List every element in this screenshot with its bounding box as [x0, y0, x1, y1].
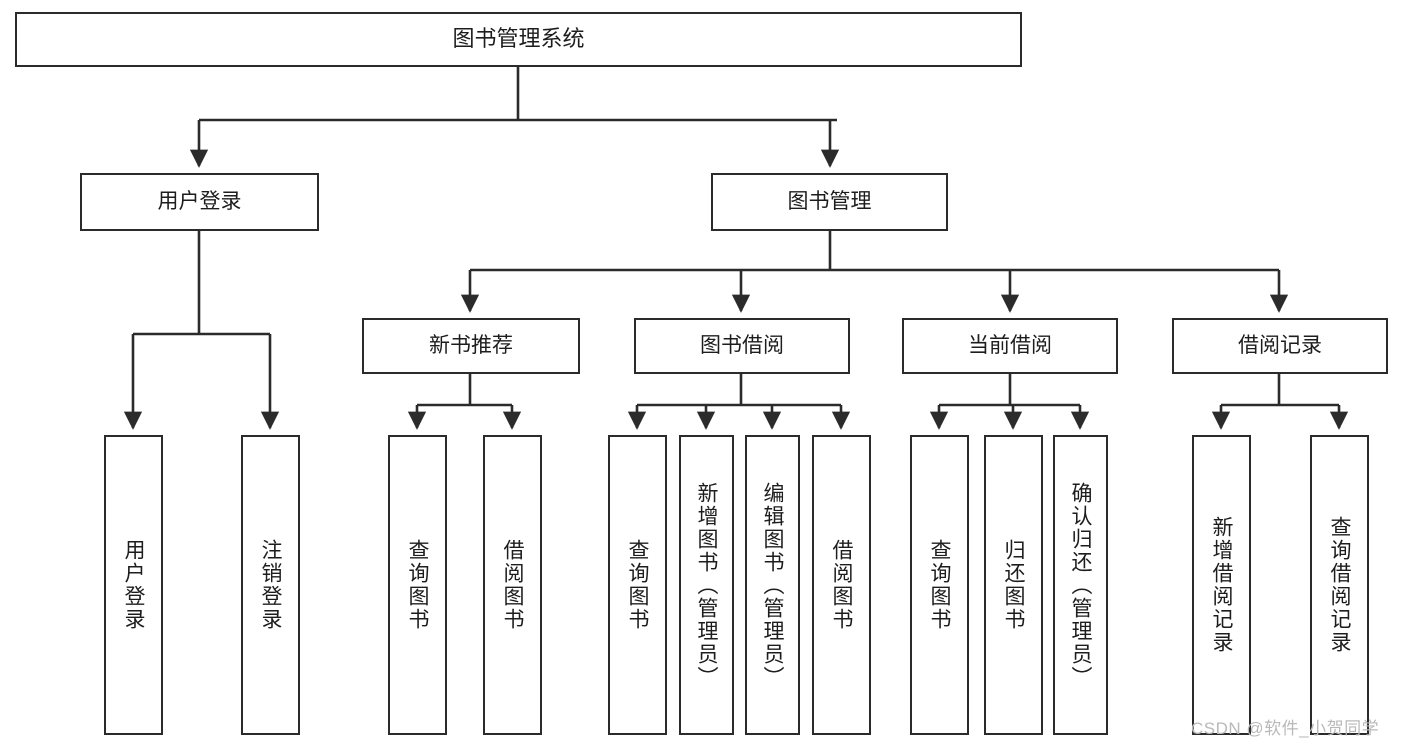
node-leaf-edit-book-admin-label: 编辑图书（管理员） — [761, 481, 784, 689]
node-leaf-add-book-admin-label: 新增图书（管理员） — [695, 481, 718, 689]
node-current-borrow-label: 当前借阅 — [968, 334, 1052, 358]
node-user-login[interactable]: 用户登录 — [80, 173, 319, 231]
node-leaf-add-borrow-record-label: 新增借阅记录 — [1210, 516, 1233, 654]
node-leaf-query-book-borrow[interactable]: 查询图书 — [608, 435, 667, 735]
node-leaf-query-book-current-label: 查询图书 — [928, 539, 951, 631]
watermark: CSDN @软件_小贺同学 — [1191, 719, 1380, 738]
node-current-borrow[interactable]: 当前借阅 — [902, 318, 1118, 374]
node-user-login-label: 用户登录 — [157, 190, 242, 214]
node-root[interactable]: 图书管理系统 — [15, 12, 1022, 67]
node-leaf-confirm-return-admin-label: 确认归还（管理员） — [1069, 481, 1092, 689]
node-leaf-query-book-current[interactable]: 查询图书 — [910, 435, 969, 735]
node-leaf-query-book-recommend-label: 查询图书 — [406, 539, 429, 631]
node-leaf-add-book-admin[interactable]: 新增图书（管理员） — [679, 435, 734, 735]
node-leaf-borrow-book[interactable]: 借阅图书 — [812, 435, 871, 735]
node-leaf-logout[interactable]: 注销登录 — [241, 435, 300, 735]
node-leaf-query-book-recommend[interactable]: 查询图书 — [388, 435, 447, 735]
node-leaf-query-book-borrow-label: 查询图书 — [626, 539, 649, 631]
node-leaf-logout-label: 注销登录 — [259, 539, 282, 631]
node-new-book-recommend-label: 新书推荐 — [429, 334, 513, 358]
node-root-label: 图书管理系统 — [452, 26, 585, 52]
node-new-book-recommend[interactable]: 新书推荐 — [362, 318, 580, 374]
node-borrow-records-label: 借阅记录 — [1238, 334, 1322, 358]
node-leaf-return-book-label: 归还图书 — [1002, 539, 1025, 631]
node-leaf-return-book[interactable]: 归还图书 — [984, 435, 1043, 735]
node-book-borrow[interactable]: 图书借阅 — [634, 318, 850, 374]
node-book-borrow-label: 图书借阅 — [700, 334, 784, 358]
node-leaf-add-borrow-record[interactable]: 新增借阅记录 — [1192, 435, 1251, 735]
node-leaf-confirm-return-admin[interactable]: 确认归还（管理员） — [1053, 435, 1108, 735]
node-leaf-user-login-label: 用户登录 — [122, 539, 145, 631]
node-leaf-borrow-book-recommend[interactable]: 借阅图书 — [483, 435, 542, 735]
node-leaf-borrow-book-label: 借阅图书 — [830, 539, 853, 631]
node-leaf-edit-book-admin[interactable]: 编辑图书（管理员） — [745, 435, 800, 735]
node-leaf-user-login[interactable]: 用户登录 — [104, 435, 163, 735]
node-borrow-records[interactable]: 借阅记录 — [1172, 318, 1388, 374]
node-leaf-borrow-book-recommend-label: 借阅图书 — [501, 539, 524, 631]
node-leaf-query-borrow-record[interactable]: 查询借阅记录 — [1310, 435, 1369, 735]
node-book-management[interactable]: 图书管理 — [711, 173, 948, 231]
node-book-management-label: 图书管理 — [787, 190, 872, 214]
node-leaf-query-borrow-record-label: 查询借阅记录 — [1328, 516, 1351, 654]
